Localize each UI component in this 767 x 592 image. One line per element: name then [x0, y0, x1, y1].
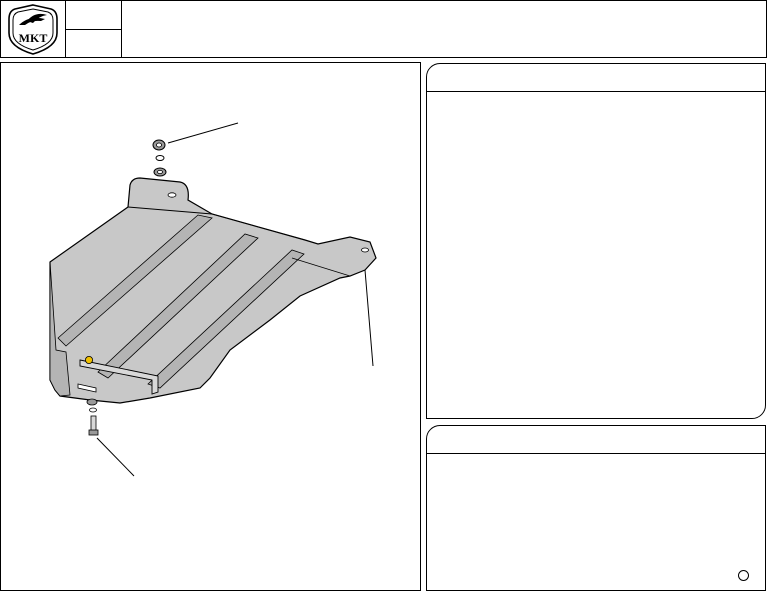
callout-leader-plate: [364, 269, 374, 367]
skid-plate-drawing: [49, 122, 377, 477]
right-panel-top: [426, 63, 766, 419]
right-panel-top-header: [427, 64, 765, 92]
nut-washer-stack: [152, 139, 167, 177]
drawing-frame: [0, 62, 421, 591]
skid-plate: [49, 177, 377, 404]
logo-lettering: MKT: [19, 31, 48, 45]
circle-marker-icon: [738, 570, 749, 581]
mount-hole-side: [361, 247, 369, 253]
bracket-nut-icon: [85, 355, 94, 364]
mount-hole-rear: [167, 192, 177, 198]
callout-leader-bolt: [96, 437, 135, 477]
right-panel-bottom: [426, 425, 766, 591]
front-bracket: [79, 359, 159, 395]
logo-cell: MKT: [0, 0, 66, 58]
callout-leader-nut: [167, 122, 239, 144]
bolt-spring-washer-icon: [89, 407, 97, 413]
right-panel-bottom-header: [427, 426, 765, 454]
spring-washer-icon: [155, 155, 165, 161]
bolt-washer-stack: [86, 398, 99, 436]
bolt-washer-top-icon: [86, 398, 98, 406]
shield-crest-logo-icon: MKT: [8, 4, 58, 55]
